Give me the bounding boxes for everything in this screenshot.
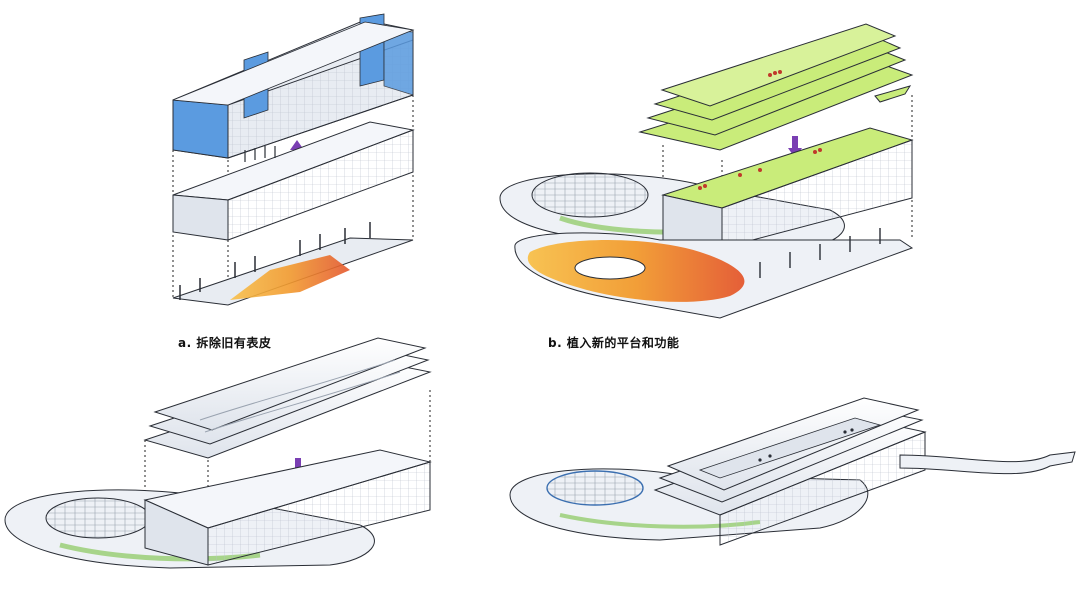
caption-b: b. 植入新的平台和功能 — [548, 336, 680, 350]
building-c — [143, 449, 432, 566]
final-building — [653, 397, 927, 546]
panel-a — [172, 13, 415, 306]
white-platforms — [143, 337, 432, 459]
ground-floor-a — [172, 222, 414, 306]
green-platforms — [638, 23, 914, 151]
structure-frame — [172, 121, 415, 241]
panel-c — [4, 337, 432, 569]
ground-floor-b — [514, 228, 914, 319]
building-b — [661, 127, 914, 249]
caption-a: a. 拆除旧有表皮 — [178, 336, 272, 350]
old-facade-block — [172, 13, 415, 159]
bridge-walkway — [899, 451, 1076, 475]
panel-b — [499, 23, 914, 319]
panel-d — [509, 397, 1076, 546]
